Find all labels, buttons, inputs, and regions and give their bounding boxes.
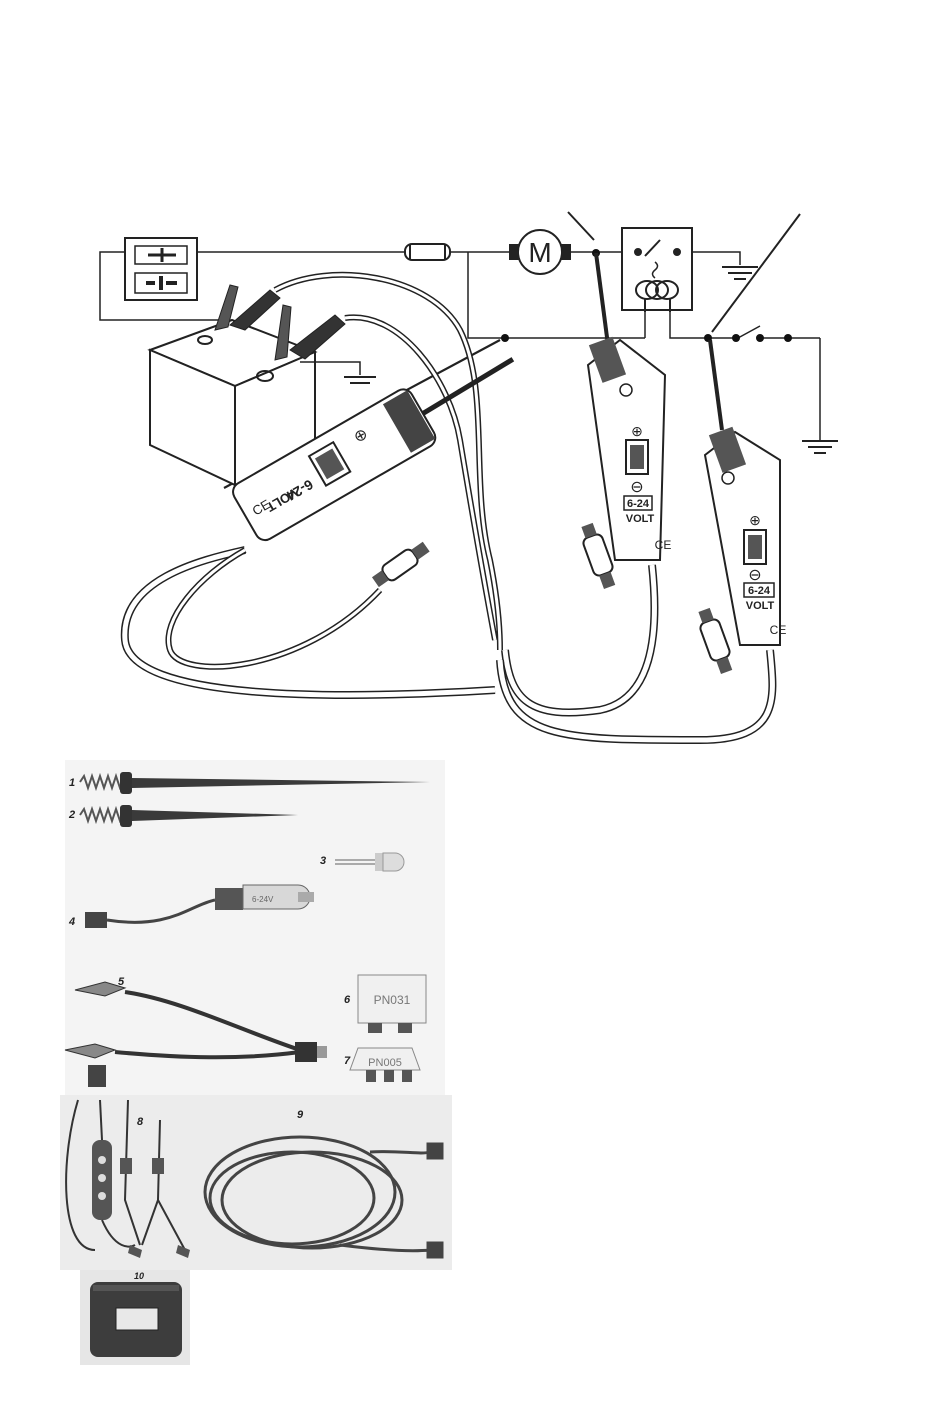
part-number-9: 9 (297, 1109, 304, 1121)
probe2-cert: CE (655, 538, 672, 552)
part6-marking: PN031 (374, 993, 411, 1007)
probe3-cert: CE (770, 623, 787, 637)
part-10-carry-case (90, 1282, 182, 1357)
part-number-10: 10 (134, 1271, 144, 1281)
relay-symbol (622, 228, 692, 312)
motor-symbol: M (510, 230, 570, 274)
part-number-5: 5 (118, 976, 125, 988)
part7-marking: PN005 (368, 1057, 402, 1069)
probe3-plus: ⊕ (749, 512, 761, 528)
probe3-minus: ⊖ (748, 567, 761, 584)
probe3-plug (695, 607, 736, 676)
part-number-7: 7 (344, 1055, 351, 1067)
part-number-1: 1 (69, 777, 75, 789)
probe2-plus: ⊕ (631, 423, 643, 439)
motor-label: M (528, 237, 551, 268)
switch-box (125, 238, 197, 300)
part-number-2: 2 (68, 809, 75, 821)
probe2-minus: ⊖ (630, 479, 643, 496)
parts-panel: 6-24V PN031 PN005 (60, 760, 452, 1365)
svg-text:6-24V: 6-24V (252, 895, 274, 904)
probe2-unit: VOLT (626, 513, 655, 525)
part-number-8: 8 (137, 1116, 144, 1128)
part-number-3: 3 (320, 855, 326, 867)
probe1-plug (370, 539, 431, 589)
probe3-voltage: 6-24 (748, 585, 771, 597)
probe3-unit: VOLT (746, 600, 775, 612)
part-number-4: 4 (68, 916, 75, 928)
probe2-voltage: 6-24 (627, 498, 650, 510)
part-number-6: 6 (344, 994, 351, 1006)
fuse-symbol (405, 244, 450, 260)
probe-tester-3: ⊕ ⊖ 6-24 VOLT CE (705, 340, 786, 645)
